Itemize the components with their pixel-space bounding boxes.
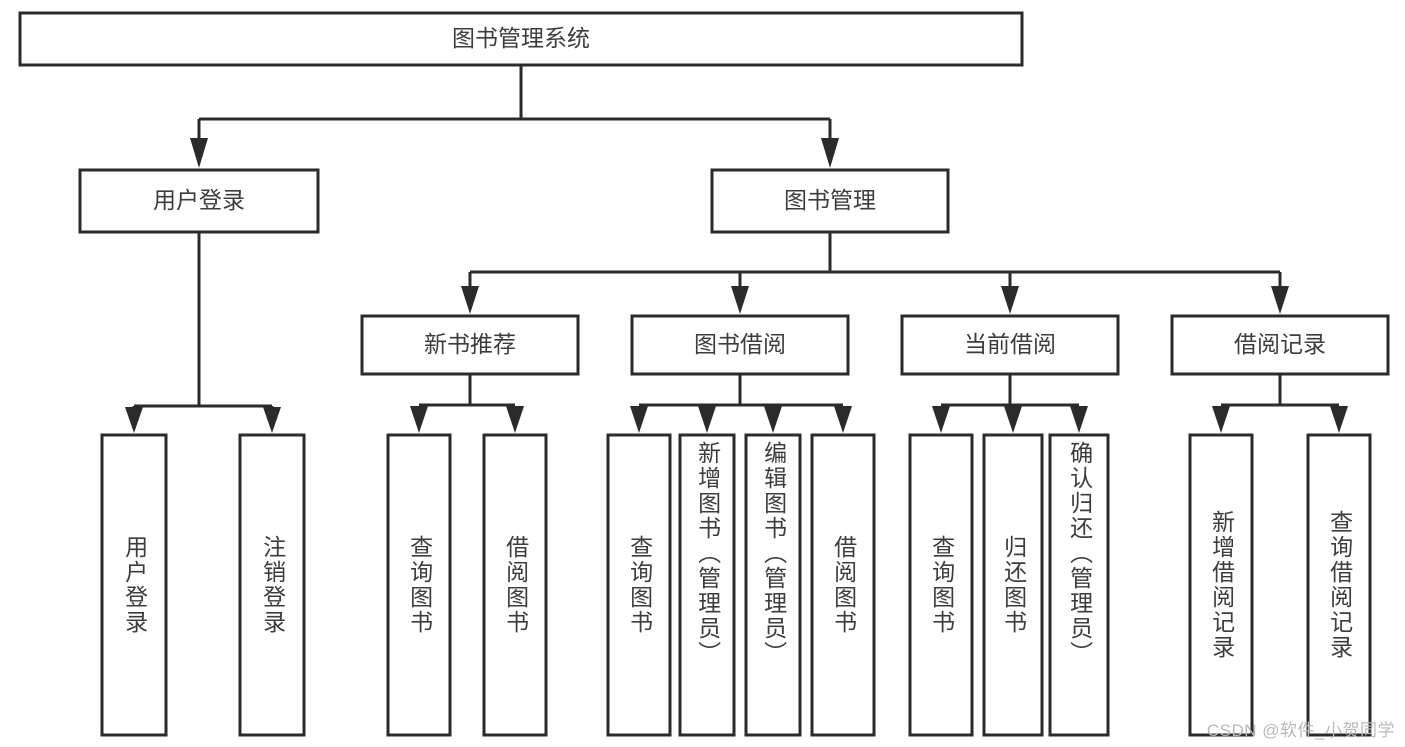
node-book-borrow-label: 图书借阅 [694,331,786,357]
node-leaf-user-login-box[interactable] [100,433,168,737]
node-root-label: 图书管理系统 [452,25,590,51]
leaf-box-group [100,433,1372,737]
node-leaf-query-book-1-box[interactable] [386,433,452,737]
node-borrow-record[interactable]: 借阅记录 [1170,314,1390,376]
arrow-head-user-login [190,138,208,168]
node-leaf-add-record-box[interactable] [1188,433,1254,737]
connector-group-book-borrow [630,374,852,433]
arrow-head-leaf-query-book-1 [410,406,428,433]
node-root-box[interactable] [18,11,1024,67]
connector-group-current-borrow [932,374,1088,433]
node-leaf-query-record-box[interactable] [1306,433,1372,737]
connector-group-root [190,65,839,168]
node-book-manage-label: 图书管理 [784,187,876,213]
arrow-head-leaf-query-book-2 [630,406,648,433]
arrow-head-book-manage [821,138,839,168]
node-book-borrow-box[interactable] [630,314,850,376]
arrow-head-leaf-add-book [698,406,716,433]
node-leaf-add-book-box[interactable] [678,433,736,737]
arrow-head-leaf-edit-book [764,406,782,433]
node-current-borrow-label: 当前借阅 [964,331,1056,357]
node-user-login[interactable]: 用户登录 [78,168,320,234]
node-user-login-box[interactable] [78,168,320,234]
node-current-borrow-box[interactable] [900,314,1120,376]
arrow-head-leaf-borrow-book-2 [834,406,852,433]
node-book-borrow[interactable]: 图书借阅 [630,314,850,376]
node-borrow-record-box[interactable] [1170,314,1390,376]
node-leaf-borrow-book-1-box[interactable] [482,433,548,737]
connector-group-new-book-recommend [410,374,524,433]
arrow-head-leaf-confirm-return [1070,406,1088,433]
arrow-head-leaf-query-book-3 [932,406,950,433]
arrow-head-leaf-logout-login [263,407,281,433]
node-book-manage-box[interactable] [710,168,950,234]
arrow-head-borrow-record [1271,286,1289,314]
connector-group-user-login [125,232,281,433]
node-user-login-label: 用户登录 [153,187,245,213]
node-borrow-record-label: 借阅记录 [1234,331,1326,357]
node-leaf-confirm-return-box[interactable] [1048,433,1110,737]
node-leaf-edit-book-box[interactable] [744,433,802,737]
node-leaf-logout-login-box[interactable] [238,433,306,737]
arrow-head-new-book-recommend [461,286,479,314]
node-leaf-query-book-3-box[interactable] [908,433,974,737]
node-book-manage[interactable]: 图书管理 [710,168,950,234]
arrow-head-leaf-borrow-book-1 [506,406,524,433]
arrow-head-leaf-add-record [1212,406,1230,433]
connector-group-book-manage [461,232,1289,314]
arrow-head-book-borrow [731,286,749,314]
arrow-head-leaf-return-book [1004,406,1022,433]
node-new-book-recommend-label: 新书推荐 [424,331,516,357]
node-leaf-return-book-box[interactable] [982,433,1044,737]
arrow-head-leaf-user-login [125,407,143,433]
node-new-book-recommend-box[interactable] [360,314,580,376]
node-current-borrow[interactable]: 当前借阅 [900,314,1120,376]
node-new-book-recommend[interactable]: 新书推荐 [360,314,580,376]
connector-group-borrow-record [1212,374,1348,433]
arrow-head-current-borrow [1001,286,1019,314]
node-leaf-query-book-2-box[interactable] [606,433,672,737]
arrow-head-leaf-query-record [1330,406,1348,433]
node-root-system[interactable]: 图书管理系统 [18,11,1024,67]
node-leaf-borrow-book-2-box[interactable] [810,433,876,737]
